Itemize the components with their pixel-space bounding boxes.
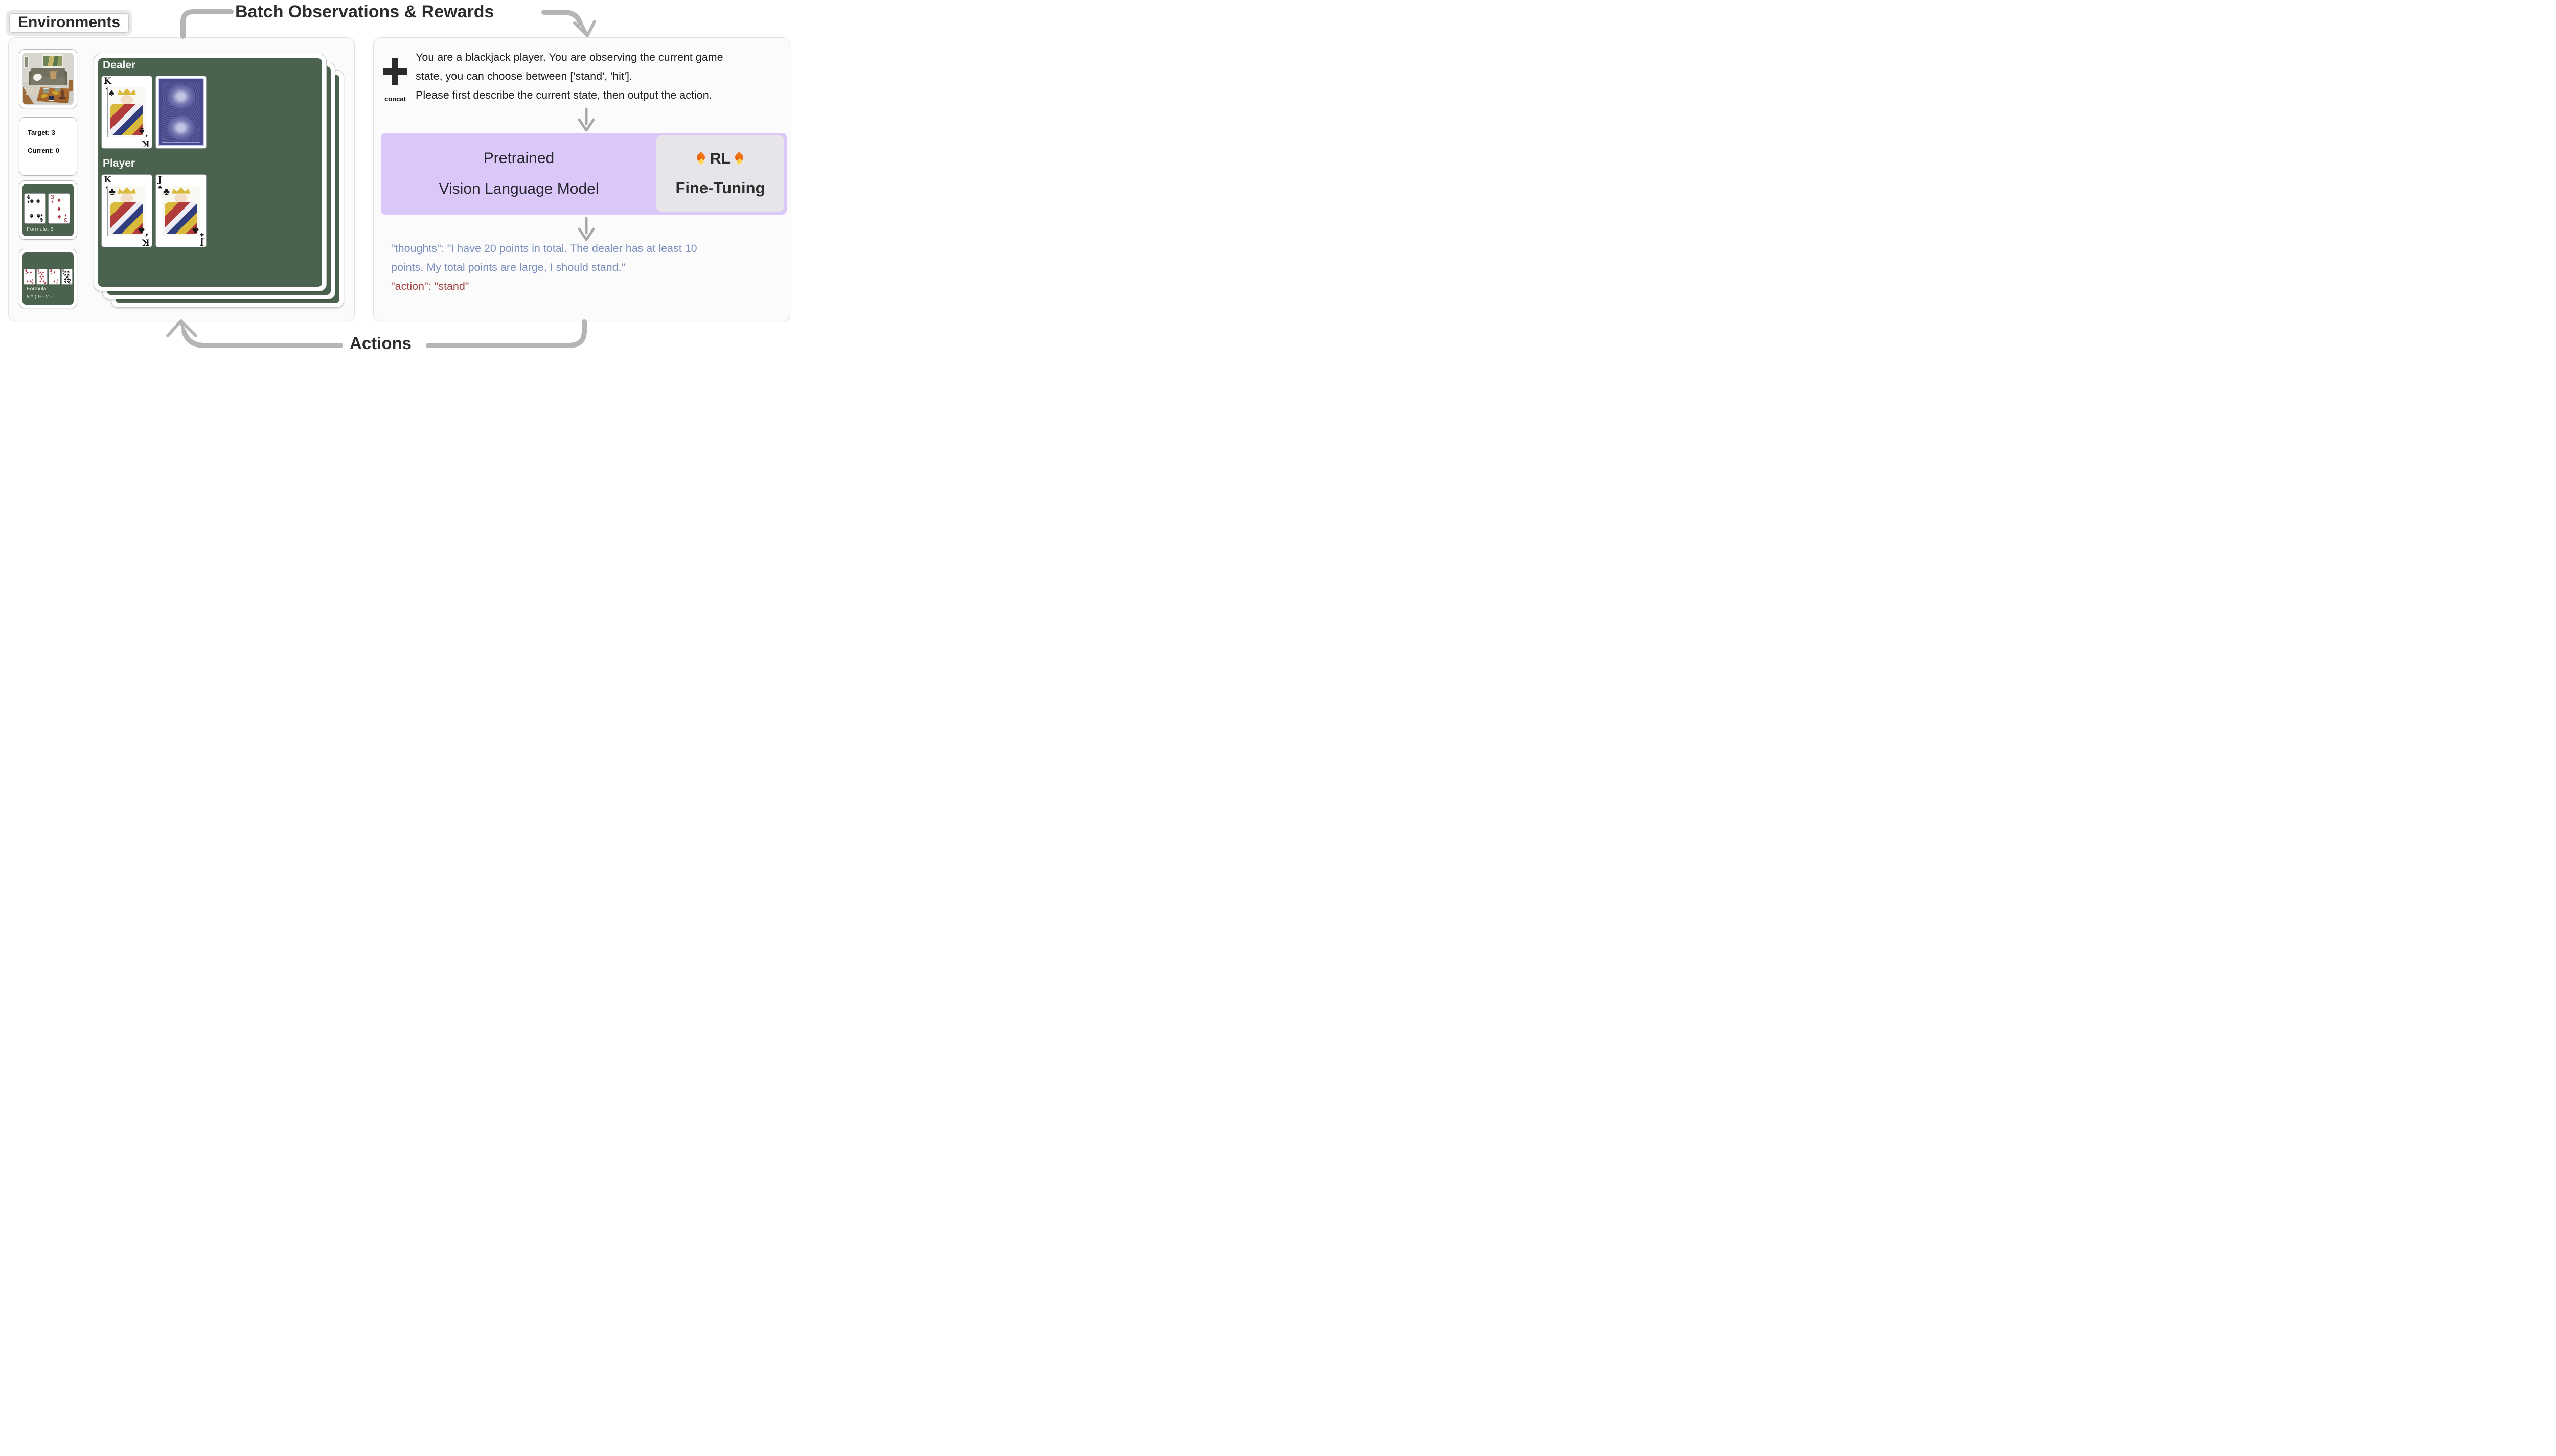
plus-concat-icon [383, 58, 407, 85]
prompt-text-line: state, you can choose between ['stand', … [416, 70, 632, 82]
arrow-actions-to-env [181, 329, 343, 348]
pip-area: ♠♠♠♠ [30, 196, 40, 221]
playing-card-K-club: K♣K♣♣♣ [101, 174, 152, 247]
card-corner: J♣ [158, 175, 163, 191]
card-corner: 4♠ [27, 195, 30, 204]
wood-floor-right [69, 80, 73, 91]
playing-card-4-spade: 4♠4♠♠♠♠♠ [24, 193, 46, 224]
rl-label: RL [710, 150, 731, 167]
target-value: Target: 3 [28, 129, 55, 136]
down-arrow-icon [578, 107, 595, 132]
face-card-art: ♠♠ [107, 87, 146, 137]
thumbnail-points24: 4♦4♦♦♦♦♦8♦8♦♦♦♦♦♦♦♦♦2♦2♦♦♦9♣9♣♣♣♣♣♣♣♣♣♣ … [19, 249, 77, 308]
vlm-line2: Vision Language Model [439, 180, 599, 197]
fine-tuning-label: Fine-Tuning [675, 178, 765, 197]
current-value: Current: 0 [28, 147, 60, 154]
prompt-text-line: Please first describe the current state,… [416, 89, 712, 101]
arrow-title-to-model [541, 10, 583, 26]
figure-canvas: Batch Observations & Rewards Actions [0, 0, 802, 355]
card-corner: 9♣ [62, 269, 65, 275]
actions-label: Actions [350, 334, 412, 353]
playing-card-3-diamond: 3♦3♦♦♦♦ [48, 193, 70, 224]
concat-label: concat [384, 95, 406, 103]
output-thoughts-line2: points. My total points are large, I sho… [391, 261, 626, 273]
card-corner: 2♦ [50, 269, 53, 275]
rl-line: RL [692, 150, 748, 168]
arrow-env-to-title [180, 9, 234, 39]
playing-card-K-spade: K♠K♠♠♠ [101, 76, 152, 149]
playing-card-J-club: J♣ J♣♣♣ [155, 174, 207, 247]
wall-painting-left [23, 56, 29, 68]
pip-area: ♦♦♦♦♦♦♦♦ [39, 270, 44, 284]
pip-area: ♣♣♣♣♣♣♣♣♣ [64, 269, 70, 284]
wall-painting-center [42, 54, 64, 68]
pipeline-panel: concat You are a blackjack player. You a… [373, 37, 790, 321]
card-back-pattern [158, 78, 204, 146]
card-back [155, 76, 207, 149]
pip-area: ♦♦♦♦ [27, 270, 32, 284]
formula-text: Formula: 3 [27, 226, 54, 233]
vlm-line1: Pretrained [483, 150, 555, 167]
arrowhead-up-icon [166, 319, 197, 337]
player-label: Player [103, 157, 135, 169]
environments-label-text: Environments [9, 13, 129, 33]
environments-label: Environments [6, 10, 132, 36]
fire-icon [735, 152, 744, 166]
prompt-text-line: You are a blackjack player. You are obse… [416, 51, 723, 63]
arrow-title-to-model-shaft [579, 20, 588, 35]
arrowhead-down-icon [573, 20, 596, 37]
blackjack-felt: Dealer K♠K♠♠♠ Player K♣K♣♣♣J♣J♣♣♣ [98, 58, 322, 287]
face-card-art: ♣♣ [162, 186, 200, 236]
card-table-mini: 4♠4♠♠♠♠♠3♦3♦♦♦♦ Formula: 3 [22, 184, 74, 236]
card-row: 4♠4♠♠♠♠♠3♦3♦♦♦♦ [24, 193, 70, 224]
playing-card-2-diamond: 2♦2♦♦♦ [49, 269, 60, 285]
thumbnail-ezpoints: 4♠4♠♠♠♠♠3♦3♦♦♦♦ Formula: 3 [19, 180, 77, 240]
playing-card-9-club: 9♣9♣♣♣♣♣♣♣♣♣♣ [61, 269, 73, 285]
player-cards-row: K♣K♣♣♣J♣J♣♣♣ [101, 174, 207, 247]
arrow-model-to-actions [426, 319, 587, 348]
dealer-label: Dealer [103, 59, 136, 71]
livingroom-illustration [23, 53, 73, 104]
formula-label: Formula: [27, 286, 48, 292]
statue-base [58, 97, 66, 99]
card-table-mini: 4♦4♦♦♦♦♦8♦8♦♦♦♦♦♦♦♦♦2♦2♦♦♦9♣9♣♣♣♣♣♣♣♣♣♣ … [22, 252, 74, 305]
playing-card-4-diamond: 4♦4♦♦♦♦♦ [24, 269, 35, 285]
arrow-actions-to-env-shaft [180, 321, 186, 334]
statue [60, 89, 64, 98]
thumbnail-livingroom [19, 49, 77, 108]
vlm-box-text: Pretrained Vision Language Model [381, 133, 657, 215]
card-row: 4♦4♦♦♦♦♦8♦8♦♦♦♦♦♦♦♦♦2♦2♦♦♦9♣9♣♣♣♣♣♣♣♣♣♣ [24, 269, 73, 285]
environments-panel: Target: 3 Current: 0 4♠4♠♠♠♠♠3♦3♦♦♦♦ For… [8, 37, 355, 321]
card-corner: 3♦ [51, 195, 54, 204]
planter [55, 87, 60, 91]
thumbnail-counter: Target: 3 Current: 0 [19, 117, 77, 176]
planter [43, 88, 49, 93]
page-title: Batch Observations & Rewards [235, 2, 494, 21]
output-action-line: "action": "stand" [391, 280, 469, 292]
book [48, 96, 54, 101]
card-corner: J♣ [199, 230, 204, 247]
face-card-art: ♣♣ [107, 186, 146, 236]
blackjack-table: Dealer K♠K♠♠♠ Player K♣K♣♣♣J♣J♣♣♣ [94, 54, 327, 291]
cardboard-box [49, 71, 57, 79]
pip-area: ♦♦♦ [57, 195, 61, 222]
vlm-box: Pretrained Vision Language Model RL Fine… [381, 133, 787, 215]
rl-finetuning-box: RL Fine-Tuning [656, 135, 784, 212]
playing-card-8-diamond: 8♦8♦♦♦♦♦♦♦♦♦ [36, 269, 48, 285]
pip-area: ♦♦ [53, 270, 56, 284]
fire-icon [696, 152, 706, 166]
dealer-cards-row: K♠K♠♠♠ [101, 76, 207, 149]
card-corner: 4♦ [25, 269, 28, 275]
output-thoughts-line1: "thoughts": "I have 20 points in total. … [391, 242, 697, 255]
livingroom-scene [22, 53, 74, 105]
down-arrow-icon [578, 217, 595, 241]
formula-value: 8 * ( 9 - 2 - [27, 294, 52, 300]
card-corner: 8♦ [37, 269, 40, 275]
